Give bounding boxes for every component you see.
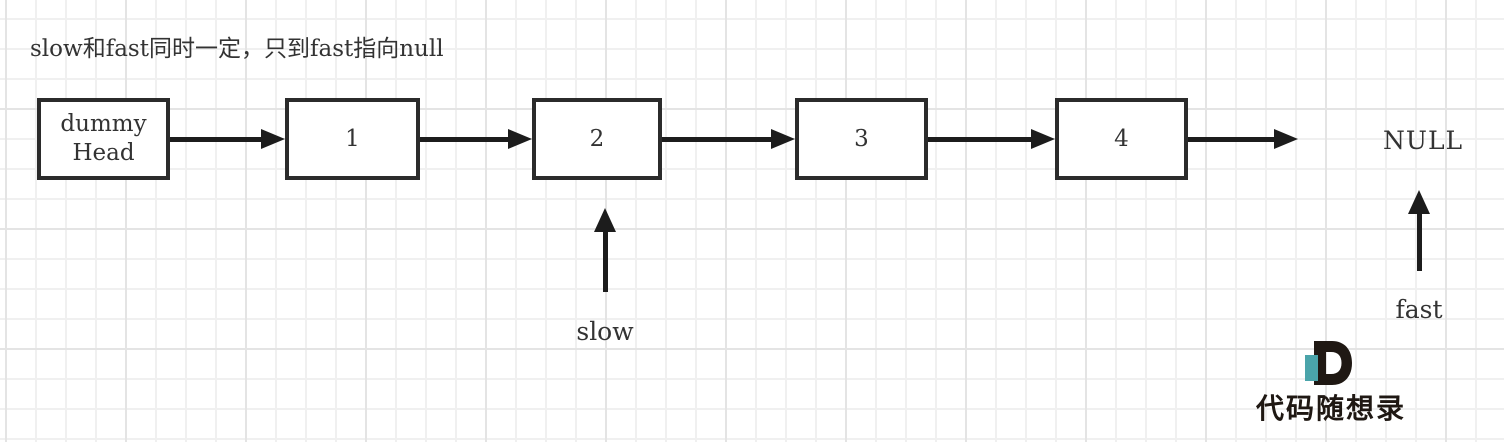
node-4: 4 [1055,98,1188,180]
slow-pointer-arrow [594,208,616,292]
node-dummy-head-line2: Head [72,140,135,166]
next-arrow-dummy-to-1 [170,129,285,149]
arrow-head-icon [771,129,795,149]
node-dummy-head-line1: dummy [60,111,147,138]
arrow-shaft [170,137,263,142]
arrow-head-icon [508,129,532,149]
arrow-shaft [1417,212,1422,271]
d-logo-icon [1305,341,1352,385]
logo: 代码随想录 [1256,341,1426,427]
arrow-head-icon [261,129,285,149]
node-2-label: 2 [589,125,605,152]
next-arrow-1-to-2 [420,129,532,149]
arrow-shaft [1188,137,1276,142]
arrow-head-icon [1031,129,1055,149]
arrow-shaft [420,137,510,142]
node-3: 3 [795,98,928,180]
node-dummy-head: dummy Head [37,98,170,180]
arrow-shaft [603,230,608,292]
arrow-head-icon [1274,129,1298,149]
null-terminal-label: NULL [1383,126,1464,155]
arrow-head-icon [594,208,616,232]
next-arrow-4-to-null [1188,129,1298,149]
slow-pointer-label: slow [576,317,634,346]
arrow-shaft [662,137,773,142]
logo-text: 代码随想录 [1256,392,1407,425]
node-1: 1 [285,98,420,180]
fast-pointer-label: fast [1395,295,1443,324]
arrow-head-icon [1408,190,1430,214]
next-arrow-3-to-4 [928,129,1055,149]
node-3-label: 3 [854,125,869,152]
node-4-label: 4 [1114,125,1129,152]
node-1-label: 1 [345,125,360,152]
arrow-shaft [928,137,1033,142]
diagram-title: slow和fast同时一定，只到fast指向null [30,36,444,62]
next-arrow-2-to-3 [662,129,795,149]
fast-pointer-arrow [1408,190,1430,271]
node-2: 2 [532,98,662,180]
